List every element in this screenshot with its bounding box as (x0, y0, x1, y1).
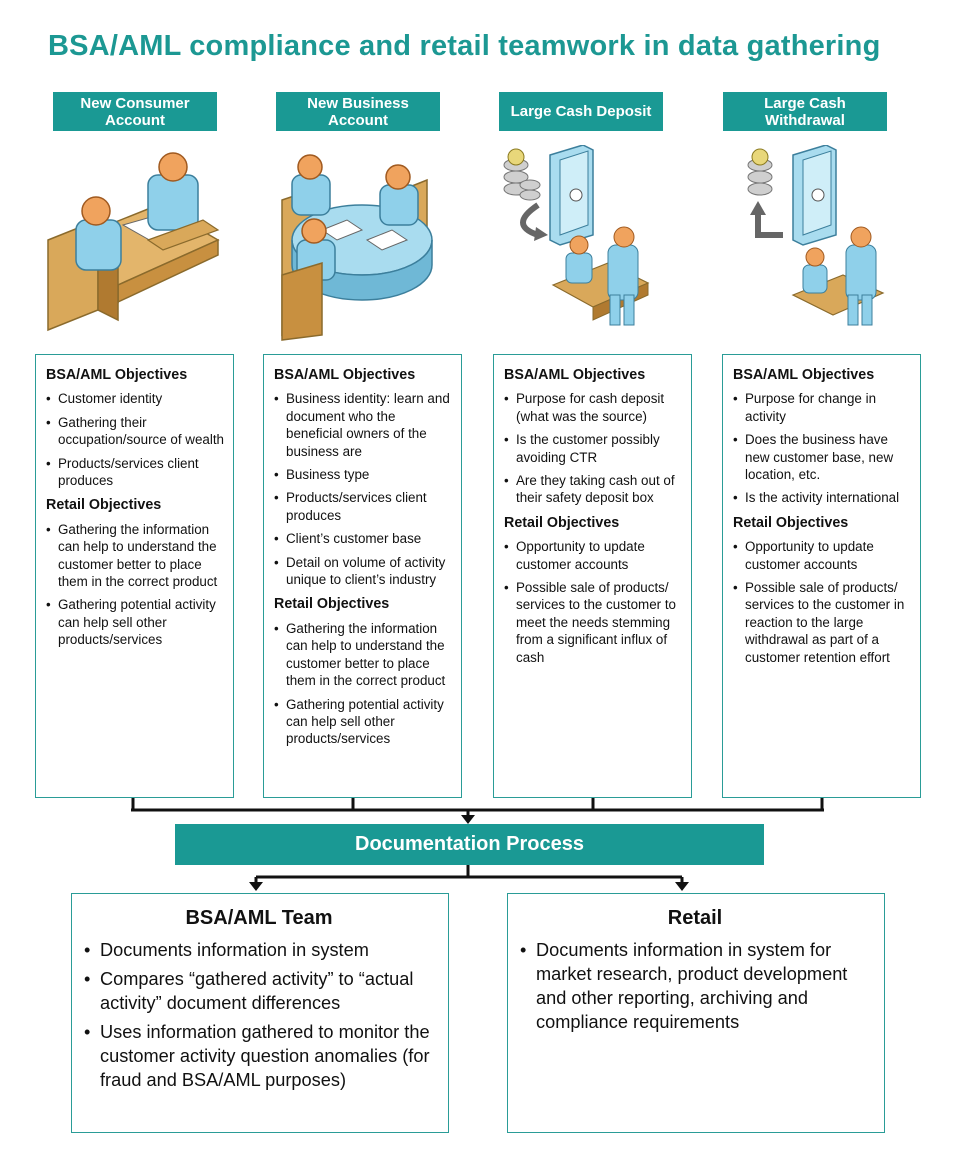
bsa-team-box: BSA/AML Team Documents information in sy… (71, 893, 449, 1133)
retail-heading: Retail Objectives (274, 596, 390, 613)
bsa-item: Business identity: learn and document wh… (274, 390, 453, 460)
retail-item: Opportunity to update customer accounts (504, 538, 683, 573)
retail-heading: Retail Objectives (733, 514, 849, 531)
retail-item: Gathering potential activity can help se… (46, 596, 225, 648)
objectives-box-business: BSA/AML Objectives Business identity: le… (263, 354, 462, 798)
documentation-process-bar: Documentation Process (175, 824, 764, 865)
retail-item: Gathering potential activity can help se… (274, 696, 453, 748)
bsa-team-item: Compares “gathered activity” to “actual … (84, 967, 434, 1015)
bsa-item: Products/services client produces (274, 489, 453, 524)
objectives-box-consumer: BSA/AML Objectives Customer identity Gat… (35, 354, 234, 798)
bsa-team-item: Uses information gathered to monitor the… (84, 1020, 434, 1092)
bsa-item: Purpose for change in activity (733, 390, 912, 425)
bsa-heading: BSA/AML Objectives (504, 367, 646, 383)
business-meeting-table-icon (281, 154, 433, 341)
cash-deposit-vault-icon (503, 145, 650, 326)
retail-heading: Retail Objectives (504, 514, 620, 531)
bsa-item: Purpose for cash deposit (what was the s… (504, 390, 683, 425)
bsa-item: Detail on volume of activity unique to c… (274, 554, 453, 589)
header-large-cash-withdrawal: Large Cash Withdrawal (723, 92, 887, 131)
bsa-heading: BSA/AML Objectives (274, 367, 416, 383)
bsa-item: Business type (274, 466, 453, 484)
two-people-at-desk-icon (47, 152, 220, 332)
objectives-box-deposit: BSA/AML Objectives Purpose for cash depo… (493, 354, 692, 798)
bsa-item: Is the activity international (733, 489, 912, 507)
retail-item: Possible sale of products/ services to t… (504, 579, 683, 666)
bsa-item: Customer identity (46, 390, 225, 408)
retail-item: Opportunity to update customer accounts (733, 538, 912, 573)
bsa-item: Are they taking cash out of their safety… (504, 472, 683, 507)
page-title: BSA/AML compliance and retail teamwork i… (48, 30, 881, 62)
header-new-consumer-account: New Consumer Account (53, 92, 217, 131)
bsa-item: Gathering their occupation/source of wea… (46, 414, 225, 449)
retail-item: Gathering the information can help to un… (46, 521, 225, 591)
bsa-item: Client’s customer base (274, 530, 453, 548)
retail-item: Possible sale of products/ services to t… (733, 579, 912, 666)
header-large-cash-deposit: Large Cash Deposit (499, 92, 663, 131)
bsa-item: Products/services client produces (46, 455, 225, 490)
cash-withdrawal-vault-icon (747, 145, 885, 326)
header-new-business-account: New Business Account (276, 92, 440, 131)
bsa-heading: BSA/AML Objectives (733, 367, 875, 383)
bsa-item: Does the business have new customer base… (733, 431, 912, 483)
retail-box-item: Documents information in system for mark… (520, 938, 870, 1034)
retail-heading: Retail Objectives (46, 497, 162, 514)
bsa-item: Is the customer possibly avoiding CTR (504, 431, 683, 466)
retail-item: Gathering the information can help to un… (274, 620, 453, 690)
bsa-team-item: Documents information in system (84, 938, 434, 962)
bsa-team-title: BSA/AML Team (185, 907, 333, 929)
retail-title: Retail (667, 907, 723, 929)
bsa-heading: BSA/AML Objectives (46, 367, 188, 383)
objectives-box-withdrawal: BSA/AML Objectives Purpose for change in… (722, 354, 921, 798)
retail-box: Retail Documents information in system f… (507, 893, 885, 1133)
